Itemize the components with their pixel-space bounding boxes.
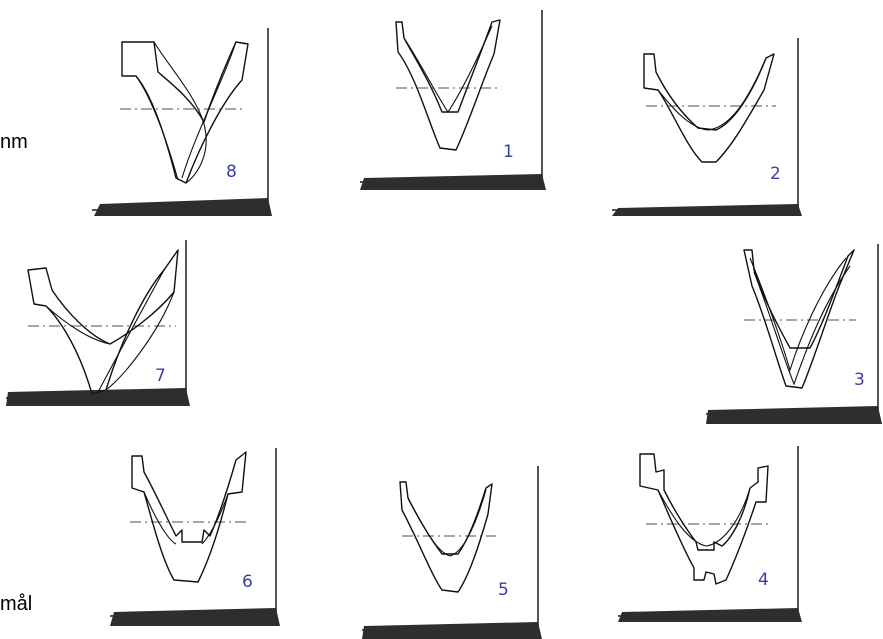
tooth-profile-2: [612, 38, 802, 216]
panel-label-7: 7: [155, 366, 166, 386]
panel-label-4: 4: [758, 570, 769, 590]
panel-label-3: 3: [854, 370, 865, 390]
panel-label-8: 8: [226, 162, 237, 182]
tooth-profile-6: [110, 448, 280, 626]
tooth-panel-2: 2: [612, 38, 802, 216]
panel-label-6: 6: [242, 572, 253, 592]
tooth-profile-7: [6, 240, 190, 406]
tooth-panel-4: 4: [618, 446, 802, 622]
cropped-text-bottom-left: mål: [0, 593, 33, 615]
tooth-profile-1: [360, 10, 546, 190]
tooth-panel-3: 3: [706, 244, 883, 424]
panel-label-1: 1: [503, 142, 514, 162]
panel-label-5: 5: [498, 580, 509, 600]
tooth-profile-3: [706, 244, 882, 424]
tooth-profile-5: [362, 466, 542, 639]
tooth-panel-1: 1: [360, 10, 546, 190]
tooth-profile-4: [618, 446, 802, 622]
tooth-profile-8: [92, 28, 272, 216]
tooth-panel-8: 8: [92, 28, 272, 216]
panel-label-2: 2: [770, 164, 781, 184]
tooth-panel-5: 5: [362, 466, 542, 639]
cropped-text-top-left: nm: [0, 131, 28, 153]
tooth-panel-6: 6: [110, 448, 280, 626]
tooth-panel-7: 7: [6, 240, 192, 410]
